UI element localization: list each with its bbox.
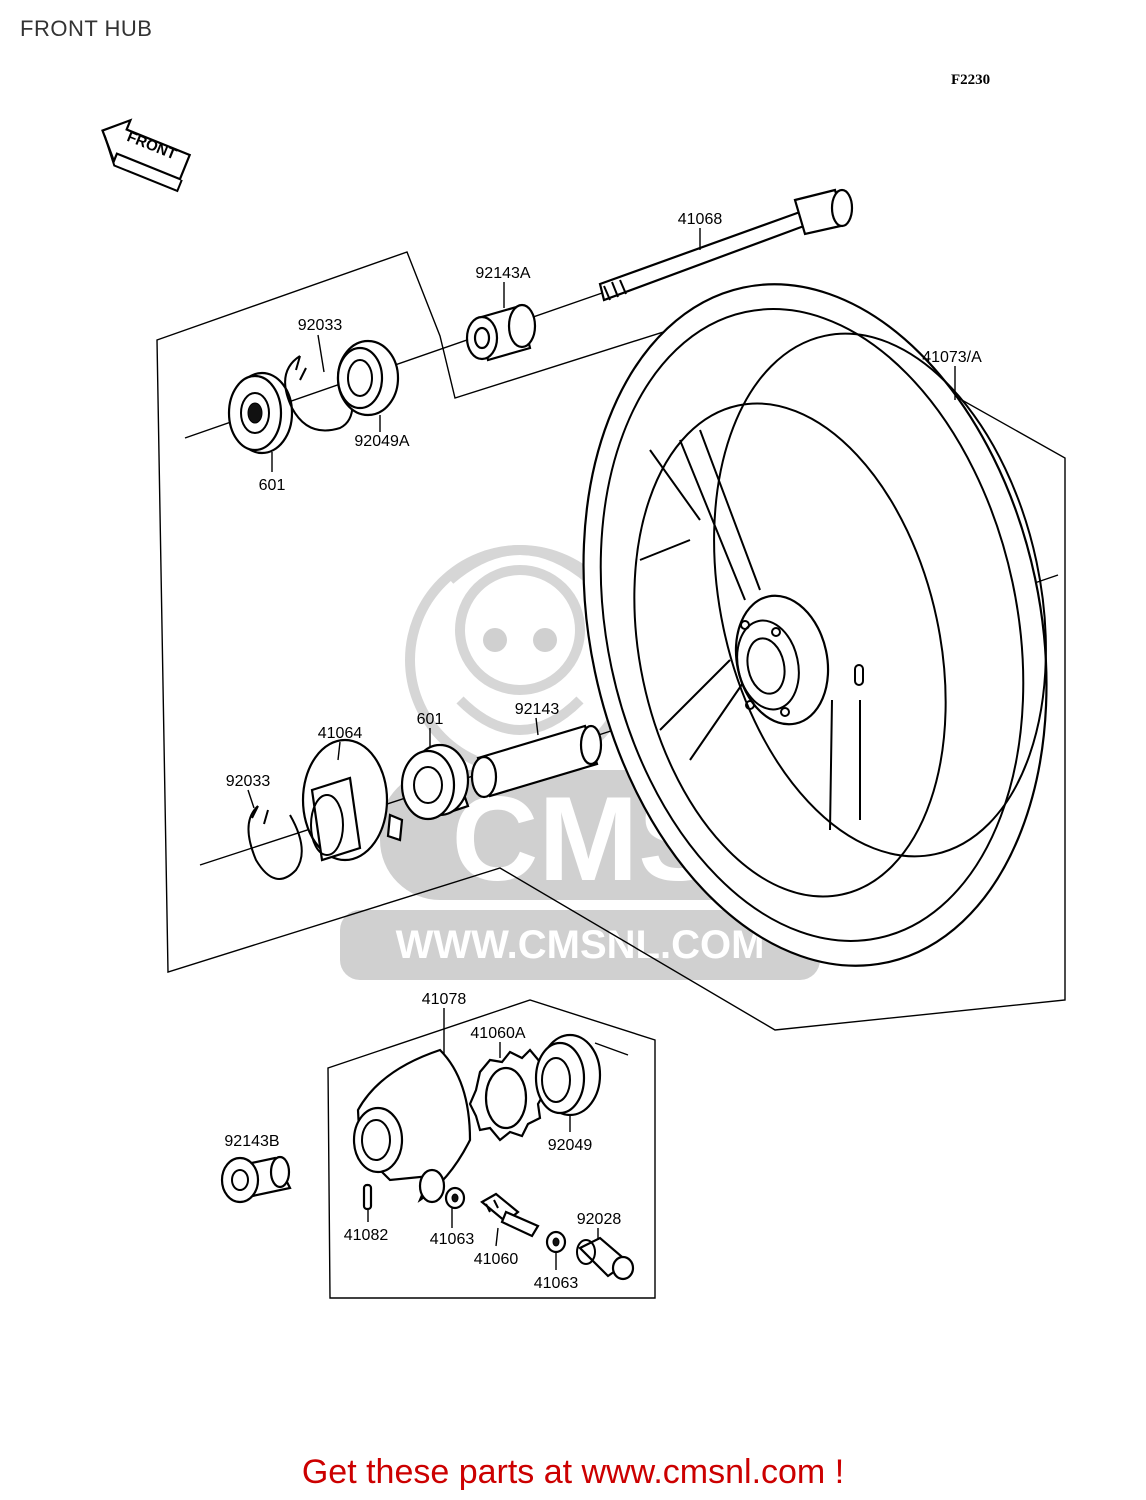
- part-41063-washer-top: [444, 1186, 466, 1210]
- label-92033-bottom: 92033: [226, 773, 271, 790]
- speedometer-gear-frame: [327, 999, 656, 1299]
- label-41064: 41064: [318, 725, 363, 742]
- label-41078: 41078: [422, 991, 467, 1008]
- label-92033-top: 92033: [298, 317, 343, 334]
- part-601-bearing-bottom: [400, 743, 470, 821]
- part-41082-pin: [362, 1183, 373, 1211]
- part-92033-circlip-top: [284, 355, 354, 432]
- label-92049: 92049: [548, 1137, 593, 1154]
- label-41063-bottom: 41063: [534, 1275, 579, 1292]
- label-92143b: 92143B: [224, 1133, 279, 1150]
- part-41068-axle: [598, 188, 854, 302]
- watermark-url: WWW.CMSNL.COM: [396, 923, 765, 967]
- drawing-code: F2230: [951, 72, 991, 88]
- label-41060: 41060: [474, 1251, 519, 1268]
- part-41064-retainer: [301, 738, 404, 862]
- part-41060a-drive-gear: [468, 1048, 547, 1142]
- label-41082: 41082: [344, 1227, 389, 1244]
- part-92033-circlip-bottom: [247, 805, 303, 880]
- part-92143a-collar: [465, 303, 537, 362]
- label-601-bottom: 601: [417, 711, 444, 728]
- assembly-frame: [156, 251, 1066, 1031]
- part-92049a-oil-seal: [336, 339, 400, 417]
- footer-cta-link[interactable]: Get these parts at www.cmsnl.com !: [301, 1453, 845, 1491]
- label-92049a: 92049A: [354, 433, 409, 450]
- label-92028: 92028: [577, 1211, 622, 1228]
- part-92143b-collar: [220, 1155, 292, 1204]
- part-92028-bushing: [576, 1236, 635, 1281]
- part-41063-washer-bottom: [545, 1230, 567, 1254]
- front-direction-arrow: FRONT: [101, 118, 192, 193]
- part-92049-oil-seal: [534, 1033, 602, 1117]
- front-direction-arrow-icon: [101, 118, 192, 193]
- part-601-bearing-top: [227, 371, 294, 455]
- label-92143: 92143: [515, 701, 560, 718]
- part-41073a-wheel: [582, 283, 1048, 967]
- label-41063-top: 41063: [430, 1231, 475, 1248]
- label-41060a: 41060A: [470, 1025, 525, 1042]
- label-41068: 41068: [678, 211, 723, 228]
- page-title: FRONT HUB: [20, 16, 153, 41]
- label-601-top: 601: [259, 477, 286, 494]
- label-92143a: 92143A: [475, 265, 530, 282]
- part-41078-gear-housing: [352, 1048, 472, 1204]
- leader-lines: [247, 228, 956, 1270]
- label-41073a: 41073/A: [922, 349, 982, 366]
- part-41060-pinion-gear: [480, 1192, 540, 1238]
- part-labels: 41068 92143A 41073/A 92033 92049A 601 41…: [224, 211, 982, 1292]
- part-92143-spacer: [470, 724, 603, 799]
